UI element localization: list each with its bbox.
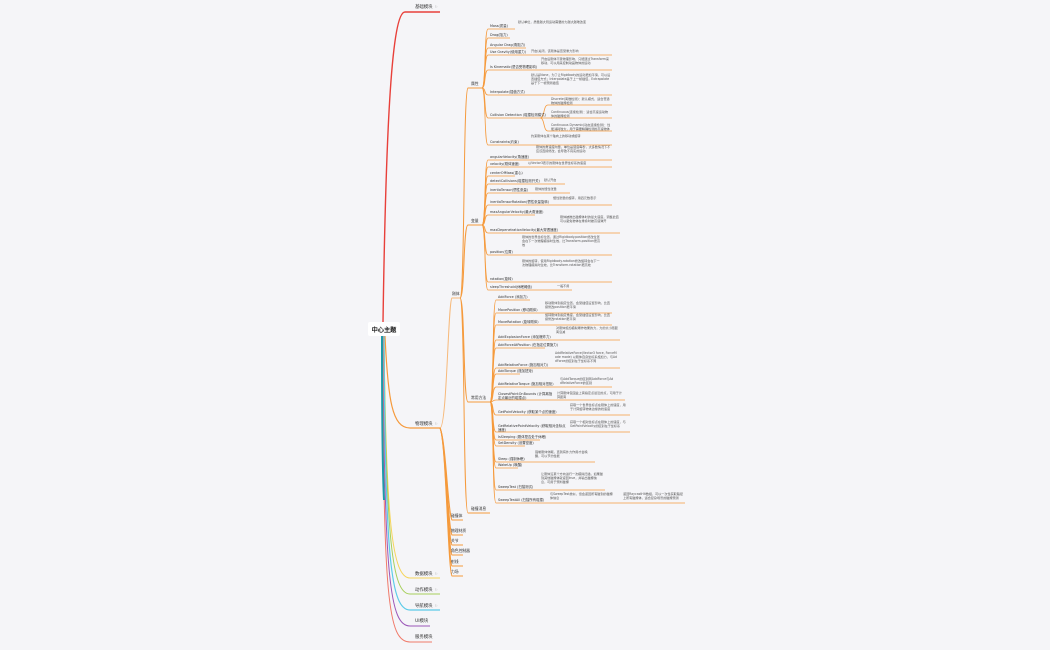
method-sleep[interactable]: Sleep (强制休眠) (498, 457, 525, 461)
var-inertia-tensor-rotation[interactable]: inertiaTensorRotation(惯性张量旋转) (490, 200, 550, 204)
method-sleep-note: 强制刚体休眠，直到有外力作用才会唤醒，可以节约性能 (535, 450, 588, 458)
method-move-rotation[interactable]: MoveRotation (旋转刚体) (498, 320, 539, 324)
prop-use-gravity[interactable]: Use Gravity(使用重力) (490, 50, 527, 54)
var-velocity-note: 以Vector3表示的刚体在世界坐标系的速度 (528, 161, 587, 165)
branch-physics-module[interactable]: 物理模块⚐ (415, 422, 438, 427)
node-character-controller[interactable]: 角色控制器 (451, 548, 470, 553)
collision-continuous[interactable]: Continuous(连续检测)：适合高速运动物体的碰撞检测 (551, 110, 609, 118)
var-inertia-tensor-rotation-note: 惯性张量的旋转，用四元数表示 (553, 196, 597, 200)
prop-is-kinematic[interactable]: Is Kinematic(是否受物理影响) (490, 65, 538, 69)
node-methods[interactable]: 常用方法 (471, 395, 487, 400)
flag-icon: ⚐ (434, 572, 438, 576)
method-add-relative-torque-note: 与AddTorque的区别同AddForce与AddRelativeForce的… (560, 377, 614, 385)
method-sweep-test-all-note: 与SweepTest类似，但会返回所有碰到的碰撞体信息 (550, 492, 613, 500)
method-is-sleeping[interactable]: IsSleeping (刚体是否处于休眠) (498, 435, 547, 439)
branch-ui-module[interactable]: UI模块 (415, 619, 429, 624)
prop-interpolate[interactable]: Interpolate(插值方式) (490, 90, 525, 94)
method-add-explosion-force-note: 对刚体施加模拟爆炸效果的力，力的大小随距离衰减 (556, 326, 618, 334)
method-add-explosion-force[interactable]: AddExplosionForce (添加爆炸力) (498, 335, 551, 339)
node-collider[interactable]: 碰撞体 (451, 513, 463, 518)
var-detect-collisions[interactable]: detectCollisions(碰撞检测开关) (490, 179, 540, 183)
var-rotation[interactable]: rotation(旋转) (490, 277, 513, 281)
method-sweep-test-all-note2: 返回RaycastHit数组，可以一次性获取路径上所有碰撞体，适合复杂场景的碰撞… (623, 492, 683, 500)
collision-discrete[interactable]: Discrete(离散检测)：默认模式，适合普通物体的碰撞检测 (551, 97, 610, 105)
method-sweep-test-note: 让刚体沿某个方向进行一次模拟扫描，如果碰到其他碰撞体就返回true，并输出碰撞信… (541, 472, 603, 484)
method-get-relative-point-velocity-note: 获取一个相对坐标点在刚体上的速度，与GetPointVelocity的区别在于坐… (570, 420, 626, 428)
method-get-point-velocity-note: 获取一个世界坐标点在刚体上的速度，用于计算旋转物体边缘的线速度 (570, 403, 626, 411)
prop-angular-drag[interactable]: Angular Drag(角阻力) (490, 43, 526, 47)
flag-icon: ⚐ (434, 588, 438, 592)
prop-interpolate-note: 默认是None，为了让Rigidbody的运动更加平滑，可以设置插值方式；Int… (531, 73, 611, 85)
flag-icon: ⚐ (434, 422, 438, 426)
prop-constraints-note: 约束刚体在某个轴向上的移动或旋转 (531, 134, 581, 138)
method-add-force[interactable]: AddForce (添加力) (498, 295, 528, 299)
method-get-point-velocity[interactable]: GetPointVelocity (获取某个点的速度) (498, 410, 557, 414)
var-angular-velocity-note: 刚体的角速度向量，单位是弧度每秒，大多数情况下不应该直接修改，会导致不真实的运动 (536, 145, 611, 153)
prop-mass-note: 默认单位，质量越大则运动需要的力越大越难改变 (518, 20, 587, 24)
var-center-of-mass[interactable]: centerOfMass(重心) (490, 171, 523, 175)
var-rotation-note: 刚体的旋转，使用Rigidbody.rotation修改旋转会在下一次物理模拟时… (522, 259, 600, 267)
prop-is-kinematic-note: 开启后刚体不受物理影响，只能通过Transform来移动，可以用来控制动画物体的… (541, 57, 609, 65)
method-add-relative-force-note: AddRelativeForce(Vector3 force, ForceMod… (555, 351, 617, 363)
node-joint[interactable]: 关节 (451, 538, 459, 543)
var-angular-velocity[interactable]: angularVelocity(角速度) (490, 155, 530, 159)
method-closest-point-on-bounds[interactable]: ClosestPointOnBounds (计算离指定点最近的碰撞点) (498, 392, 553, 401)
var-max-angular-velocity[interactable]: maxAngularVelocity(最大角速度) (490, 210, 544, 214)
var-max-depenetration-velocity[interactable]: maxDepenetrationVelocity(最大穿透速度) (490, 228, 559, 232)
var-velocity[interactable]: velocity(刚体速度) (490, 162, 520, 166)
branch-service-module[interactable]: 服务模块 (415, 635, 433, 640)
var-inertia-tensor[interactable]: inertiaTensor(惯性张量) (490, 188, 529, 192)
method-add-force-at-position[interactable]: AddForceAtPosition (在指定位置施力) (498, 343, 558, 347)
var-detect-collisions-note: 默认开启 (544, 178, 557, 182)
prop-mass[interactable]: Mass(质量) (490, 24, 508, 28)
branch-navigation-module[interactable]: 导航模块⚐ (415, 604, 438, 609)
method-move-rotation-note: 旋转刚体到指定角度，会受插值设置影响，比直接修改rotation更平滑 (545, 313, 610, 321)
flag-icon: ⚐ (434, 604, 438, 608)
prop-use-gravity-note: 开启/关闭，该刚体是否受重力影响 (531, 49, 579, 53)
node-collision-message[interactable]: 碰撞消息 (471, 506, 487, 511)
root-topic[interactable]: 中心主题 (368, 322, 400, 336)
method-sweep-test[interactable]: SweepTest (扫描测试) (498, 485, 534, 489)
var-sleep-threshold-note: 一般不用 (557, 284, 570, 288)
node-force-field[interactable]: 力场 (451, 569, 459, 574)
node-properties[interactable]: 属性 (471, 81, 479, 86)
method-add-torque[interactable]: AddTorque (施加扭矩) (498, 369, 534, 373)
node-raycast[interactable]: 射线 (451, 559, 459, 564)
method-sweep-test-all[interactable]: SweepTestAll (扫描所有碰撞) (498, 498, 545, 502)
var-position[interactable]: position(位置) (490, 250, 513, 254)
var-inertia-tensor-note: 刚体的惯性张量 (535, 187, 557, 191)
root-topic-label: 中心主题 (371, 326, 397, 334)
var-max-depenetration-velocity-note: 刚体被推出碰撞体时的最大速度，调整此值可以避免物体在重叠时被高速弹开 (560, 215, 619, 223)
branch-action-module[interactable]: 动作模块⚐ (415, 588, 438, 593)
node-rigidbody[interactable]: 刚体 (452, 291, 460, 296)
method-wake-up[interactable]: WakeUp (唤醒) (498, 463, 523, 467)
method-add-relative-force[interactable]: AddRelativeForce (施加相对力) (498, 363, 549, 367)
prop-constraints[interactable]: Constraints(约束) (490, 140, 519, 144)
method-move-position-note: 移动刚体到指定位置，会受插值设置影响，比直接修改position更平滑 (545, 301, 610, 309)
branch-data-module[interactable]: 数据模块⚐ (415, 572, 438, 577)
var-position-note: 刚体的世界坐标位置，通过Rigidbody.position修改位置会在下一次物… (522, 235, 601, 247)
prop-collision-detection[interactable]: Collision Detection (碰撞检测模式) (490, 113, 546, 117)
prop-drag[interactable]: Drag(阻力) (490, 33, 508, 37)
method-get-relative-point-velocity[interactable]: GetRelativePointVelocity (获取相对坐标点速度) (498, 424, 566, 433)
method-closest-point-on-bounds-note: 计算刚体包围盒上离指定点最近的点，可用于计算距离 (557, 391, 622, 399)
collision-continuous-dynamic[interactable]: Continuous Dynamic(动态连续检测)：性能消耗较大，用于需要精确… (551, 123, 611, 131)
branch-basic-module[interactable]: 基础模块⚐ (415, 5, 438, 10)
flag-icon: ⚐ (434, 5, 438, 9)
var-sleep-threshold[interactable]: sleepThreshold(休眠阈值) (490, 285, 532, 289)
node-physic-material[interactable]: 物理材质 (451, 528, 467, 533)
method-move-position[interactable]: MovePosition (移动刚体) (498, 308, 538, 312)
method-add-relative-torque[interactable]: AddRelativeTorque (施加相对扭矩) (498, 382, 554, 386)
node-variables[interactable]: 变量 (471, 218, 479, 223)
method-set-density[interactable]: SetDensity (设置密度) (498, 441, 534, 445)
